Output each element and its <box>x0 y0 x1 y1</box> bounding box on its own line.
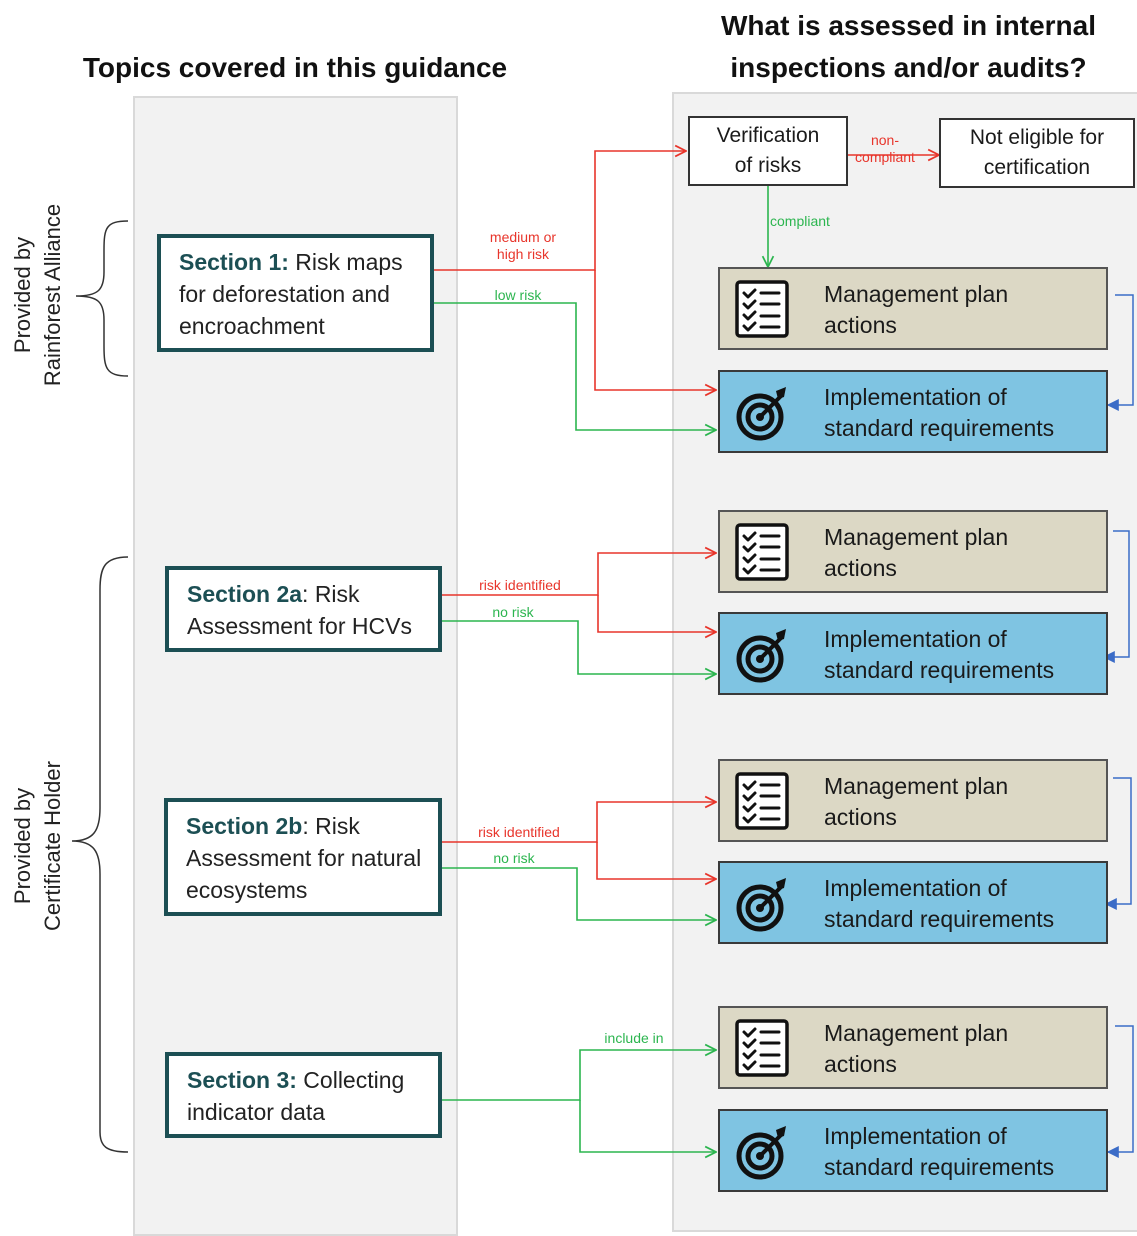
label-risk-identified-2b: risk identified <box>478 824 560 840</box>
verification-line1: Verification <box>716 124 820 147</box>
implementation-box-1: Implementation of standard requirements <box>718 370 1108 453</box>
implementation-text: Implementation of standard requirements <box>824 382 1104 444</box>
management-plan-line1: Management plan <box>824 773 1009 799</box>
implementation-line2: standard requirements <box>824 1154 1055 1180</box>
management-plan-text: Management plan actions <box>824 279 1104 341</box>
implementation-line1: Implementation of <box>824 875 1007 901</box>
management-plan-line2: actions <box>824 1051 897 1077</box>
management-plan-text: Management plan actions <box>824 771 1104 833</box>
section-1-box: Section 1: Risk maps for deforestation a… <box>157 234 434 352</box>
s2b-red-connector <box>441 802 716 879</box>
management-plan-box-3: Management plan actions <box>718 759 1108 842</box>
blue-bracket-3 <box>1104 777 1132 910</box>
section-2a-text: : Risk Assessment for HCVs <box>187 581 412 639</box>
target-icon <box>736 1126 786 1180</box>
label-no-risk-2a: no risk <box>492 604 534 620</box>
management-plan-line1: Management plan <box>824 1020 1009 1046</box>
s2b-green-connector <box>441 867 716 920</box>
management-plan-box-1: Management plan actions <box>718 267 1108 350</box>
label-include-in: include in <box>604 1030 664 1046</box>
management-plan-line2: actions <box>824 804 897 830</box>
management-plan-line2: actions <box>824 312 897 338</box>
implementation-box-2: Implementation of standard requirements <box>718 612 1108 695</box>
implementation-line2: standard requirements <box>824 906 1055 932</box>
left-heading: Topics covered in this guidance <box>82 52 508 83</box>
management-plan-box-2: Management plan actions <box>718 510 1108 593</box>
right-heading-line1: What is assessed in internal <box>720 10 1097 41</box>
implementation-text: Implementation of standard requirements <box>824 624 1104 686</box>
s1-red-connector <box>433 151 716 390</box>
implementation-line2: standard requirements <box>824 415 1055 441</box>
blue-bracket-2 <box>1102 530 1130 663</box>
brace-ch <box>71 556 129 1153</box>
management-plan-text: Management plan actions <box>824 522 1104 584</box>
implementation-line2: standard requirements <box>824 657 1055 683</box>
target-icon <box>736 387 786 441</box>
implementation-text: Implementation of standard requirements <box>824 873 1104 935</box>
section-2b-text: : Risk Assessment for natural ecosystems <box>186 813 422 903</box>
target-icon <box>736 878 786 932</box>
section-3-text: Collecting indicator data <box>187 1067 405 1125</box>
blue-bracket-4 <box>1106 1025 1134 1158</box>
section-2b-box: Section 2b: Risk Assessment for natural … <box>164 798 442 916</box>
target-icon <box>736 629 786 683</box>
label-low-risk: low risk <box>494 287 542 303</box>
implementation-box-4: Implementation of standard requirements <box>718 1109 1108 1192</box>
implementation-box-3: Implementation of standard requirements <box>718 861 1108 944</box>
implementation-line1: Implementation of <box>824 384 1007 410</box>
not-eligible-line2: certification <box>983 156 1091 179</box>
checklist-icon <box>735 1019 789 1077</box>
right-heading-line2: inspections and/or audits? <box>730 52 1087 83</box>
section-2b-lead: Section 2b <box>186 813 303 839</box>
implementation-line1: Implementation of <box>824 626 1007 652</box>
section-1-lead: Section 1: <box>179 249 289 275</box>
checklist-icon <box>735 280 789 338</box>
checklist-icon <box>735 772 789 830</box>
not-eligible-line1: Not eligible for <box>969 126 1105 149</box>
section-3-box: Section 3: Collecting indicator data <box>165 1052 442 1138</box>
management-plan-line1: Management plan <box>824 524 1009 550</box>
s3-green-connector <box>441 1050 716 1152</box>
blue-bracket-1 <box>1106 294 1134 411</box>
verification-of-risks-box: Verification of risks <box>688 116 848 186</box>
checklist-icon <box>735 523 789 581</box>
verification-line2: of risks <box>734 154 802 177</box>
label-non-compliant: non- compliant <box>855 132 915 165</box>
not-eligible-box: Not eligible for certification <box>939 118 1135 188</box>
section-2a-lead: Section 2a <box>187 581 303 607</box>
s1-green-connector <box>433 302 716 430</box>
management-plan-box-4: Management plan actions <box>718 1006 1108 1089</box>
section-1-text: Risk maps for deforestation and encroach… <box>179 249 403 339</box>
management-plan-line1: Management plan <box>824 281 1009 307</box>
section-2a-box: Section 2a: Risk Assessment for HCVs <box>165 566 442 652</box>
section-3-lead: Section 3: <box>187 1067 297 1093</box>
label-medium-or-high-risk: medium or high risk <box>489 229 557 262</box>
s2a-green-connector <box>441 620 716 674</box>
label-compliant: compliant <box>770 213 830 229</box>
implementation-line1: Implementation of <box>824 1123 1007 1149</box>
label-risk-identified-2a: risk identified <box>479 577 561 593</box>
implementation-text: Implementation of standard requirements <box>824 1121 1104 1183</box>
management-plan-text: Management plan actions <box>824 1018 1104 1080</box>
brace-ra <box>75 220 129 377</box>
management-plan-line2: actions <box>824 555 897 581</box>
label-no-risk-2b: no risk <box>493 850 535 866</box>
s2a-red-connector <box>441 553 716 632</box>
